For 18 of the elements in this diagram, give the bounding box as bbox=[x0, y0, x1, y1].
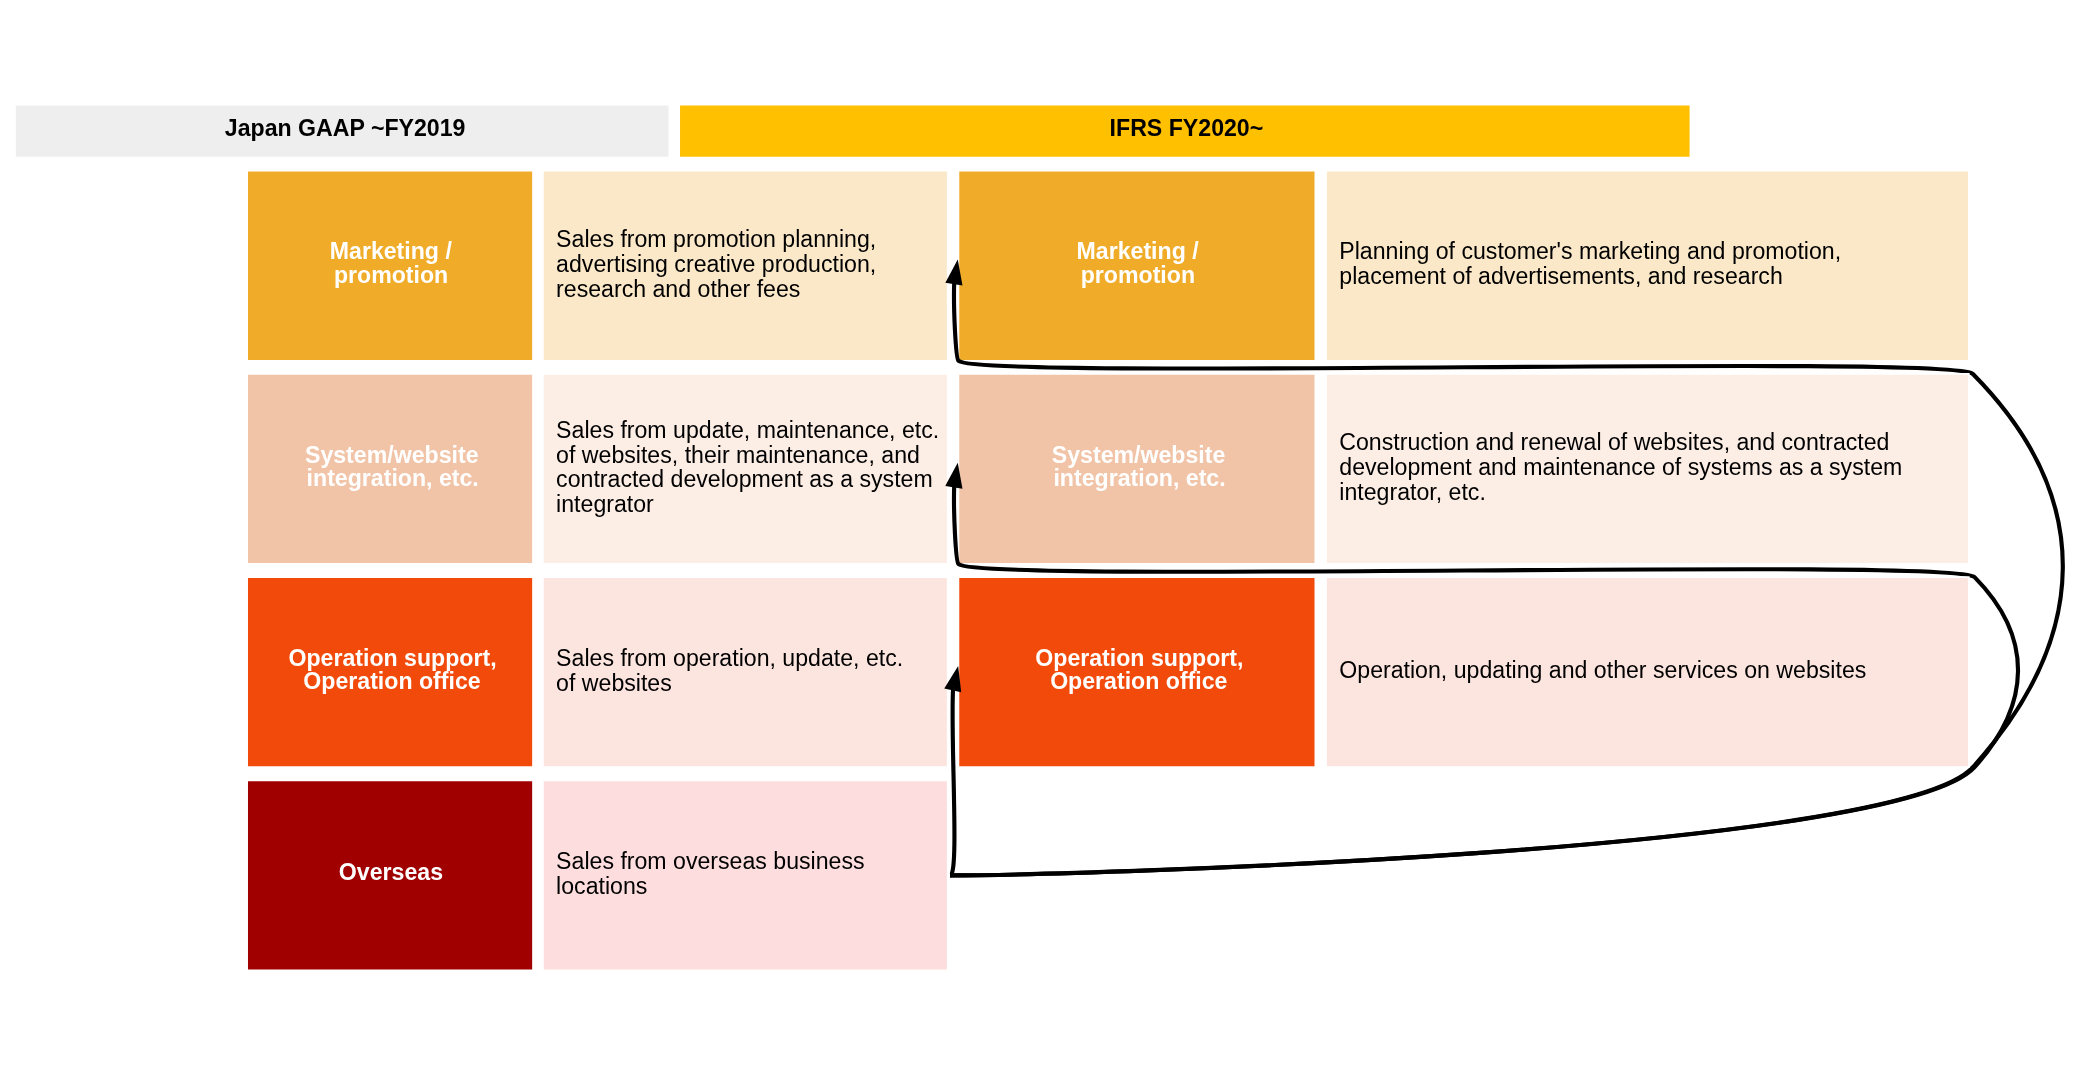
node-box: Sales from promotion planning, advertising creative production, research and other fees bbox=[542, 169, 949, 362]
node-box: System/website integration, etc. bbox=[246, 373, 534, 565]
node-box: Operation support, Operation office bbox=[246, 576, 534, 768]
node-box: System/website integration, etc. bbox=[957, 373, 1317, 565]
node-box: Marketing / promotion bbox=[957, 169, 1317, 362]
node-box: Operation support, Operation office bbox=[957, 576, 1317, 768]
node-box: Sales from overseas business locations bbox=[542, 779, 949, 972]
node-box: Sales from update, maintenance, etc. of websites, their maintenance, and contracted development as a system integrator bbox=[542, 373, 949, 565]
arrow bbox=[945, 462, 2020, 878]
arrow bbox=[945, 259, 2064, 878]
node-box: IFRS FY2020~ bbox=[678, 103, 1692, 159]
node-box: Operation, updating and other services on websites bbox=[1325, 576, 1970, 768]
node-box: Planning of customer's marketing and promotion, placement of advertisements, and research bbox=[1325, 169, 1970, 362]
node-box: Sales from operation, update, etc. of websites bbox=[542, 576, 949, 768]
node-box: Construction and renewal of websites, and contracted development and maintenance of systems as a system integrator, etc. bbox=[1325, 373, 1970, 565]
node-box: Overseas bbox=[246, 779, 534, 972]
arrow bbox=[944, 666, 962, 877]
node-box: Marketing / promotion bbox=[246, 169, 534, 362]
